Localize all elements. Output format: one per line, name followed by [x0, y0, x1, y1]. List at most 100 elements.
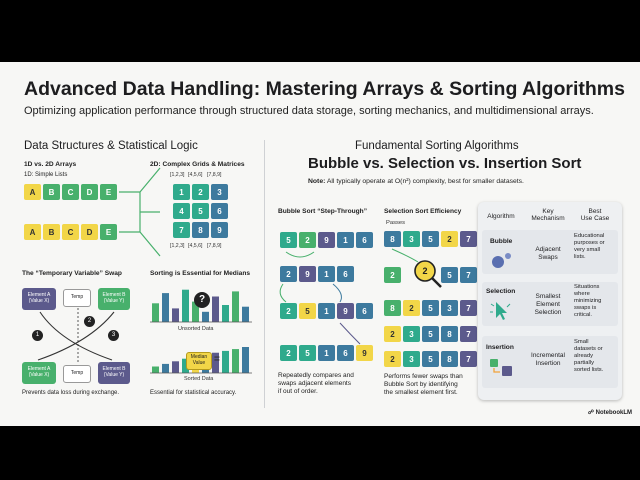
- selection-cell: 5: [422, 231, 439, 247]
- section-divider: [264, 140, 265, 408]
- grid-label: [4,5,6]: [188, 172, 203, 178]
- table-row: [482, 230, 618, 274]
- bubble-cell: 1: [318, 303, 335, 319]
- row-mechanism: Incremental Insertion: [531, 352, 565, 367]
- bubble-cell: 6: [337, 345, 354, 361]
- element-b-bottom: Element B (Value Y): [98, 362, 130, 384]
- median-bar: [232, 349, 239, 373]
- array-cell: A: [24, 184, 41, 200]
- median-bar: [152, 366, 159, 373]
- array-cell: D: [81, 224, 98, 240]
- notebooklm-logo: ☍ NotebookLM: [587, 410, 632, 416]
- table-row: [482, 336, 618, 388]
- element-a-bottom: Element A (Value X): [22, 362, 56, 384]
- table-header: Algorithm: [487, 213, 515, 220]
- selection-cell: 2: [384, 351, 401, 367]
- median-bar: [222, 350, 229, 373]
- bubble-cell: 1: [318, 266, 335, 282]
- array-connector-lines: [119, 167, 161, 257]
- temp-top: Temp: [63, 289, 91, 307]
- grid-cell: 8: [192, 222, 209, 238]
- selection-cell: 3: [403, 231, 420, 247]
- grid-cell: 9: [211, 222, 228, 238]
- median-caption: Essential for statistical accuracy.: [150, 390, 237, 396]
- swap-step-3: 3: [108, 330, 119, 341]
- selection-cell: 5: [422, 300, 439, 316]
- array-cell: B: [43, 184, 60, 200]
- equals-sign: =: [214, 354, 220, 365]
- grid-label: [4,5,6]: [188, 243, 203, 249]
- grid-cell: 5: [192, 203, 209, 219]
- selection-cell: 8: [384, 231, 401, 247]
- insertion-icon: [490, 359, 512, 376]
- cursor-icon: [490, 302, 511, 320]
- array-cell: D: [81, 184, 98, 200]
- bubble-cell: 2: [280, 303, 297, 319]
- bubble-cell: 2: [280, 345, 297, 361]
- row-name-insertion: Insertion: [486, 344, 514, 351]
- selection-cell: 5: [422, 351, 439, 367]
- row-use-case: Situations where minimizing swaps is cri…: [574, 284, 602, 318]
- table-header: Best Use Case: [580, 208, 610, 223]
- median-title: Sorting is Essential for Medians: [150, 270, 251, 277]
- swap-step-1: 1: [32, 330, 43, 341]
- arrays-title: 1D vs. 2D Arrays: [24, 161, 77, 168]
- right-heading: Fundamental Sorting Algorithms: [355, 140, 519, 152]
- grid-cell: 2: [192, 184, 209, 200]
- element-b-top: Element B (Value Y): [98, 288, 130, 310]
- grid-label: [7,8,9]: [207, 172, 222, 178]
- bubble-cell: 9: [318, 232, 335, 248]
- page-title: Advanced Data Handling: Mastering Arrays…: [24, 78, 625, 100]
- median-bar: [212, 296, 219, 322]
- array-cell: E: [100, 184, 117, 200]
- element-a-top: Element A (Value X): [22, 288, 56, 310]
- selection-cell: 5: [422, 326, 439, 342]
- magnifier-icon: [391, 248, 442, 288]
- bubble-cell: 1: [318, 345, 335, 361]
- selection-cell: 7: [460, 300, 477, 316]
- comparison-table: Algorithm Key Mechanism Best Use Case Bu…: [478, 202, 622, 400]
- median-value-box: Median Value: [186, 352, 212, 370]
- bubble-title: Bubble Sort “Step-Through”: [278, 208, 368, 215]
- row-name-selection: Selection: [486, 288, 516, 295]
- bubble-cell: 5: [280, 232, 297, 248]
- selection-cell: 7: [460, 267, 477, 283]
- grid-cell: 3: [211, 184, 228, 200]
- swap-step-2: 2: [84, 316, 95, 327]
- median-bar: [172, 308, 179, 322]
- passes-label: Passes: [386, 220, 406, 226]
- bubble-icon: [492, 253, 511, 268]
- slide: Advanced Data Handling: Mastering Arrays…: [0, 62, 640, 426]
- selection-cell: 8: [384, 300, 401, 316]
- table-header: Key Mechanism: [531, 208, 565, 223]
- selection-cell: 2: [384, 267, 401, 283]
- median-bar: [162, 293, 169, 322]
- grid-label: [1,2,3]: [170, 172, 185, 178]
- selection-cell: 5: [441, 267, 458, 283]
- question-icon: ?: [194, 292, 210, 308]
- magnifier-value: 2: [422, 265, 428, 276]
- selection-cell: 2: [403, 300, 420, 316]
- selection-cell: 7: [460, 231, 477, 247]
- median-bar: [212, 352, 219, 373]
- bubble-cell: 6: [337, 266, 354, 282]
- selection-cell: 3: [403, 351, 420, 367]
- bubble-cell: 9: [299, 266, 316, 282]
- bubble-cell: 2: [299, 232, 316, 248]
- median-bar: [162, 363, 169, 373]
- bubble-swap-arrows: [279, 251, 361, 345]
- grid-cell: 6: [211, 203, 228, 219]
- bubble-cell: 9: [356, 345, 373, 361]
- left-heading: Data Structures & Statistical Logic: [24, 140, 198, 152]
- selection-title: Selection Sort Efficiency: [384, 208, 462, 215]
- array-cell: C: [62, 184, 79, 200]
- temp-bottom: Temp: [63, 365, 91, 383]
- row-name-bubble: Bubble: [490, 238, 513, 245]
- comparison-heading: Bubble vs. Selection vs. Insertion Sort: [308, 155, 582, 172]
- grid-cell: 4: [173, 203, 190, 219]
- sorted-label: Sorted Data: [184, 376, 214, 382]
- swap-title: The “Temporary Variable” Swap: [22, 270, 122, 277]
- bubble-cell: 2: [280, 266, 297, 282]
- median-bar: [232, 291, 239, 322]
- row-use-case: Educational purposes or very small lists…: [574, 233, 605, 260]
